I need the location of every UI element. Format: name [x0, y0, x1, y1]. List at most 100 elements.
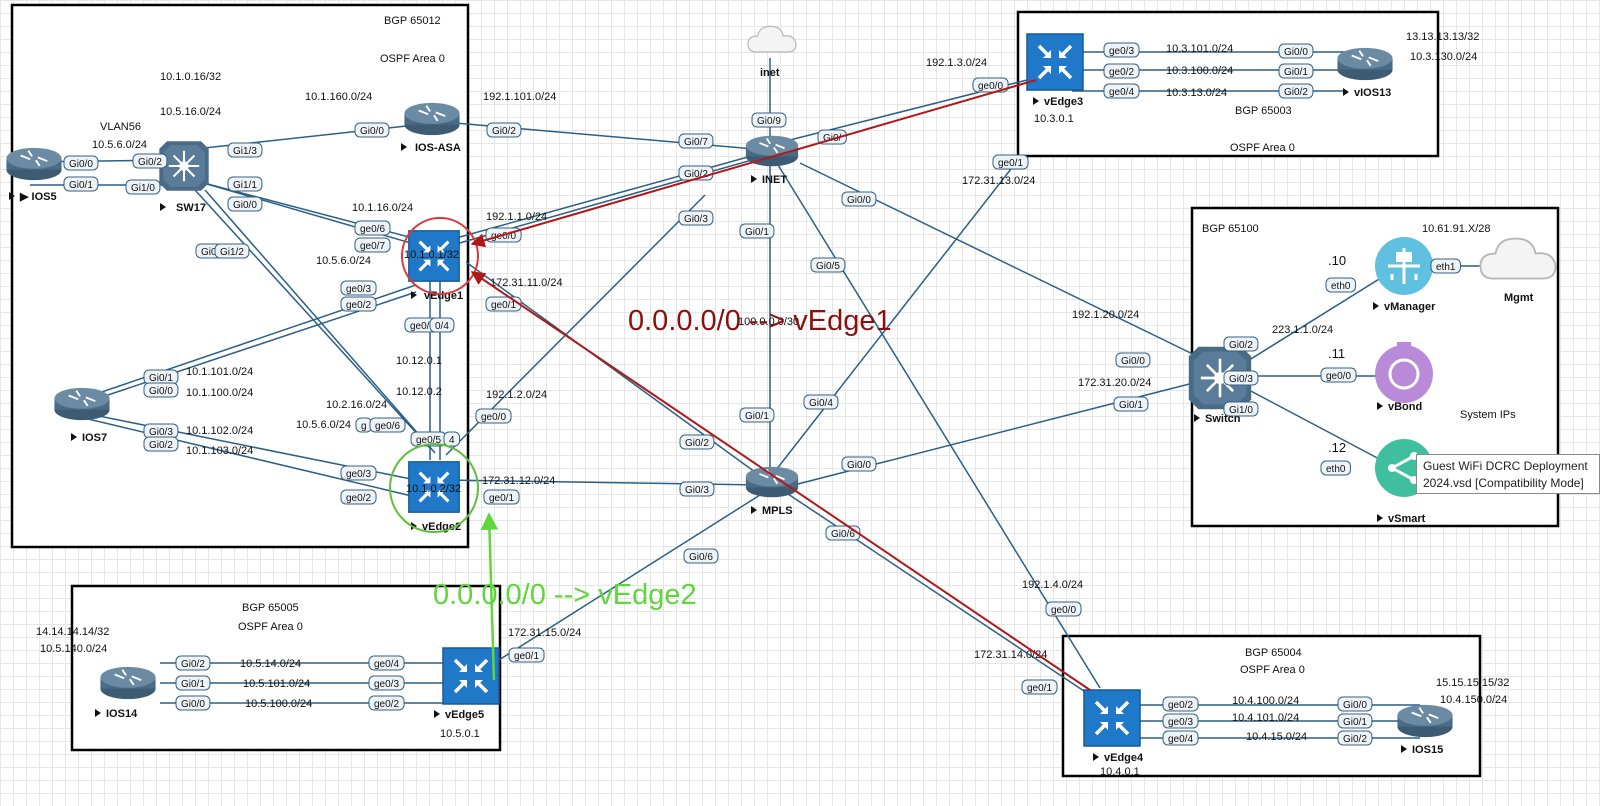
subnet-label: .10 [1328, 253, 1346, 268]
region-bgp-label: BGP 65003 [1235, 105, 1292, 117]
system-ips-label: System IPs [1460, 409, 1516, 421]
interface-name: Gi0/1 [745, 411, 769, 422]
interface-ve2-ge06: ge0/6 [369, 417, 406, 433]
tooltip-line-2: 2024.vsd [Compatibility Mode] [1423, 476, 1584, 490]
tooltip-line-1: Guest WiFi DCRC Deployment [1423, 459, 1588, 473]
subnet-label: 10.5.14.0/24 [240, 658, 301, 670]
device-inet-router[interactable]: INET [745, 134, 799, 186]
device-label: vEdge5 [445, 709, 484, 721]
device-vbond[interactable]: vBond [1375, 342, 1433, 413]
subnet-label: .11 [1328, 346, 1345, 361]
device-ios15[interactable]: IOS15 [1396, 703, 1454, 756]
device-label: Mgmt [1504, 292, 1534, 304]
interface-ve5-ge04: ge0/4 [368, 655, 405, 671]
subnet-label: 10.12.0.2 [396, 386, 442, 398]
interface-ve3-ge03: ge0/3 [1103, 42, 1140, 58]
subnet-label: 223.1.1.0/24 [1272, 324, 1333, 336]
interface-name: Gi1/3 [233, 146, 257, 157]
interface-mpls-gi06a: Gi0/6 [683, 548, 719, 564]
interface-ve2-ge02: ge0/2 [340, 489, 377, 505]
interface-name: Gi0/3 [1229, 374, 1253, 385]
subnet-label: 10.5.6.0/24 [296, 419, 351, 431]
interface-inet-gi07: Gi0/7 [678, 133, 714, 149]
subnet-label: 10.5.101.0/24 [243, 678, 310, 690]
interface-name: Gi0/3 [149, 427, 173, 438]
device-inet-cloud[interactable]: inet [747, 25, 797, 79]
device-label: vEdge4 [1104, 752, 1144, 764]
interface-name: ge0/0 [1326, 371, 1351, 382]
subnet-label: 172.31.14.0/24 [974, 649, 1047, 661]
subnet-label: VLAN56 [100, 121, 141, 133]
device-ios5[interactable]: ▶ IOS5 [5, 146, 63, 203]
subnet-label: 10.2.16.0/24 [326, 399, 387, 411]
subnet-label: 100.0.0.0/30 [738, 316, 799, 328]
interface-sw-gi02: Gi0/2 [1223, 336, 1259, 352]
interface-sw17-gi12: Gi1/2 [214, 243, 250, 259]
green-arrow-from-vedge5 [480, 512, 499, 681]
interface-ve5-ge03: ge0/3 [368, 675, 405, 691]
device-ios7[interactable]: IOS7 [53, 386, 111, 444]
interface-sw-gi03: Gi0/3 [1223, 370, 1259, 386]
interface-name: Gi0/2 [1343, 734, 1367, 745]
interface-name: ge0/4 [1168, 734, 1193, 745]
device-mpls-router[interactable]: MPLS [745, 465, 799, 517]
interface-name: ge0/3 [374, 679, 399, 690]
device-label: vEdge3 [1044, 96, 1083, 108]
device-sw17[interactable]: SW17 [158, 140, 210, 214]
subnet-label: 172.31.13.0/24 [962, 175, 1035, 187]
subnet-label: 192.1.3.0/24 [926, 57, 987, 69]
interface-name: Gi0 [201, 247, 217, 258]
device-vios13[interactable]: vIOS13 [1336, 46, 1394, 99]
device-mgmt-cloud[interactable]: Mgmt [1479, 237, 1557, 305]
device-vedge5[interactable]: vEdge5 [441, 646, 501, 721]
default-route-vedge1-label: 0.0.0.0/0 --> vEdge1 [628, 305, 892, 337]
interface-name: Gi0/0 [69, 159, 93, 170]
interface-ve1-ge01: ge0/1 [485, 296, 522, 312]
region-ospf-label: OSPF Area 0 [1230, 142, 1295, 154]
subnet-label: 14.14.14.14/32 [36, 626, 109, 638]
interface-inet-gi00: Gi0/0 [841, 191, 877, 207]
interface-ve1-ge03: ge0/3 [340, 280, 377, 296]
subnet-label: 10.5.16.0/24 [160, 106, 221, 118]
interface-ve1-ge06: ge0/6 [354, 220, 391, 236]
region-ospf-label: OSPF Area 0 [380, 53, 445, 65]
interface-name: eth0 [1331, 281, 1351, 292]
device-vedge3[interactable]: vEdge3 [1025, 32, 1085, 108]
interface-mpls-gi04: Gi0/4 [803, 394, 839, 410]
interface-name: ge0/6 [375, 421, 400, 432]
interface-name: Gi0/1 [745, 227, 769, 238]
interface-name: ge0/1 [998, 158, 1023, 169]
subnet-labels: BGP 65012 OSPF Area 0 BGP 65003 OSPF Are… [36, 15, 1516, 778]
interface-ve2-ge01: ge0/1 [483, 489, 520, 505]
subnet-label: 15.15.15.15/32 [1436, 677, 1509, 689]
interface-ios14-gi01: Gi0/1 [175, 675, 211, 691]
device-ios14[interactable]: IOS14 [99, 665, 157, 720]
interface-vios13-gi02: Gi0/2 [1278, 83, 1314, 99]
interface-ve4-ge01: ge0/1 [1021, 679, 1058, 695]
interface-sw-gi01: Gi0/1 [1113, 396, 1149, 412]
device-vedge2[interactable]: vEdge2 [407, 460, 461, 533]
interface-name: ge0/4 [1109, 87, 1134, 98]
subnet-label: 13.13.13.13/32 [1406, 31, 1479, 43]
interface-name: Gi0/2 [1229, 340, 1253, 351]
interface-vman-eth0: eth0 [1325, 277, 1356, 293]
device-vedge4[interactable]: vEdge4 [1082, 688, 1144, 764]
device-vmanager[interactable]: vManager [1375, 237, 1436, 313]
device-ios-asa[interactable]: IOS-ASA [403, 101, 461, 154]
interface-mpls-gi01: Gi0/1 [739, 407, 775, 423]
interface-ios5-gi00: Gi0/0 [63, 155, 99, 171]
interface-inet-gi03: Gi0/3 [678, 210, 714, 226]
region-bgp-65005 [70, 584, 502, 752]
region-bgp-65012 [10, 3, 470, 549]
interface-name: ge0/0 [1051, 605, 1076, 616]
interface-inet-gi09: Gi0/9 [751, 112, 787, 128]
interface-name: ge0/2 [1109, 67, 1134, 78]
device-label: vManager [1384, 301, 1436, 313]
subnet-label: 172.31.15.0/24 [508, 627, 581, 639]
interface-name: Gi0/1 [149, 373, 173, 384]
subnet-label: 10.3.100.0/24 [1166, 65, 1233, 77]
interface-name: ge0/1 [491, 300, 516, 311]
interface-name: Gi0/6 [689, 552, 713, 563]
interface-asa-gi02: Gi0/2 [486, 122, 522, 138]
interface-ve2-ge03: ge0/3 [340, 465, 377, 481]
